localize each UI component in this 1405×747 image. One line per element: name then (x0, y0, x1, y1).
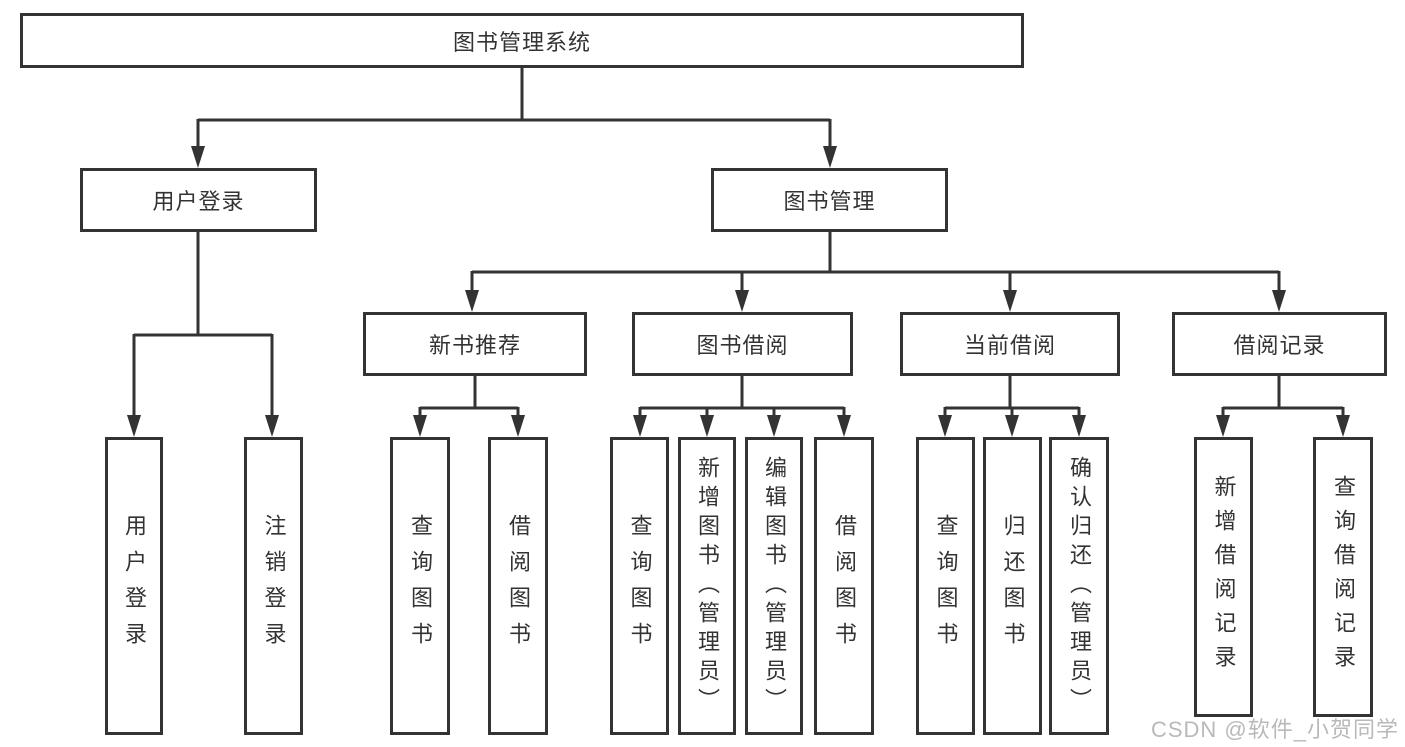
node-add-books-admin: 新增图书（管理员） (678, 437, 736, 735)
node-query-books-borrow: 查询图书 (610, 437, 669, 735)
node-label: 注销登录 (261, 514, 287, 658)
node-label: 查询借阅记录 (1331, 475, 1356, 679)
connector-paths (132, 68, 1345, 419)
node-add-borrow-record: 新增借阅记录 (1194, 437, 1253, 717)
node-label: 查询图书 (627, 514, 653, 658)
node-label: 图书管理 (783, 189, 876, 214)
node-label: 图书借阅 (696, 333, 789, 358)
node-label: 查询图书 (933, 514, 959, 658)
node-user-login: 用户登录 (80, 168, 317, 232)
node-label: 归还图书 (1000, 514, 1026, 658)
node-label: 用户登录 (122, 514, 147, 658)
node-label: 图书管理系统 (452, 29, 591, 55)
node-book-borrowing: 图书借阅 (632, 312, 853, 376)
node-label: 借阅记录 (1233, 333, 1326, 358)
node-logout-action: 注销登录 (244, 437, 303, 735)
node-user-login-action: 用户登录 (105, 437, 163, 735)
node-label: 新增图书（管理员） (695, 455, 720, 717)
node-label: 借阅图书 (506, 514, 531, 658)
node-borrowing-records: 借阅记录 (1172, 312, 1387, 376)
node-borrow-books: 借阅图书 (814, 437, 874, 735)
node-new-book-recommendation: 新书推荐 (363, 312, 587, 376)
node-query-books-recommend: 查询图书 (390, 437, 450, 735)
arrowheads (127, 146, 1350, 437)
csdn-watermark: CSDN @软件_小贺同学 (1150, 717, 1399, 742)
node-label: 借阅图书 (832, 514, 857, 658)
node-book-management: 图书管理 (711, 168, 948, 232)
node-label: 新增借阅记录 (1211, 475, 1237, 679)
node-edit-books-admin: 编辑图书（管理员） (745, 437, 803, 735)
node-borrow-books-recommend: 借阅图书 (488, 437, 548, 735)
node-label: 新书推荐 (428, 333, 521, 358)
node-library-system: 图书管理系统 (20, 13, 1024, 68)
node-label: 查询图书 (408, 514, 433, 658)
node-current-borrowing: 当前借阅 (900, 312, 1120, 376)
node-label: 当前借阅 (963, 333, 1056, 358)
node-confirm-return-admin: 确认归还（管理员） (1049, 437, 1109, 735)
node-label: 用户登录 (152, 189, 245, 214)
node-query-borrow-record: 查询借阅记录 (1313, 437, 1373, 717)
node-label: 编辑图书（管理员） (762, 455, 787, 717)
node-query-books-current: 查询图书 (916, 437, 975, 735)
node-return-books: 归还图书 (983, 437, 1042, 735)
node-label: 确认归还（管理员） (1067, 455, 1092, 717)
